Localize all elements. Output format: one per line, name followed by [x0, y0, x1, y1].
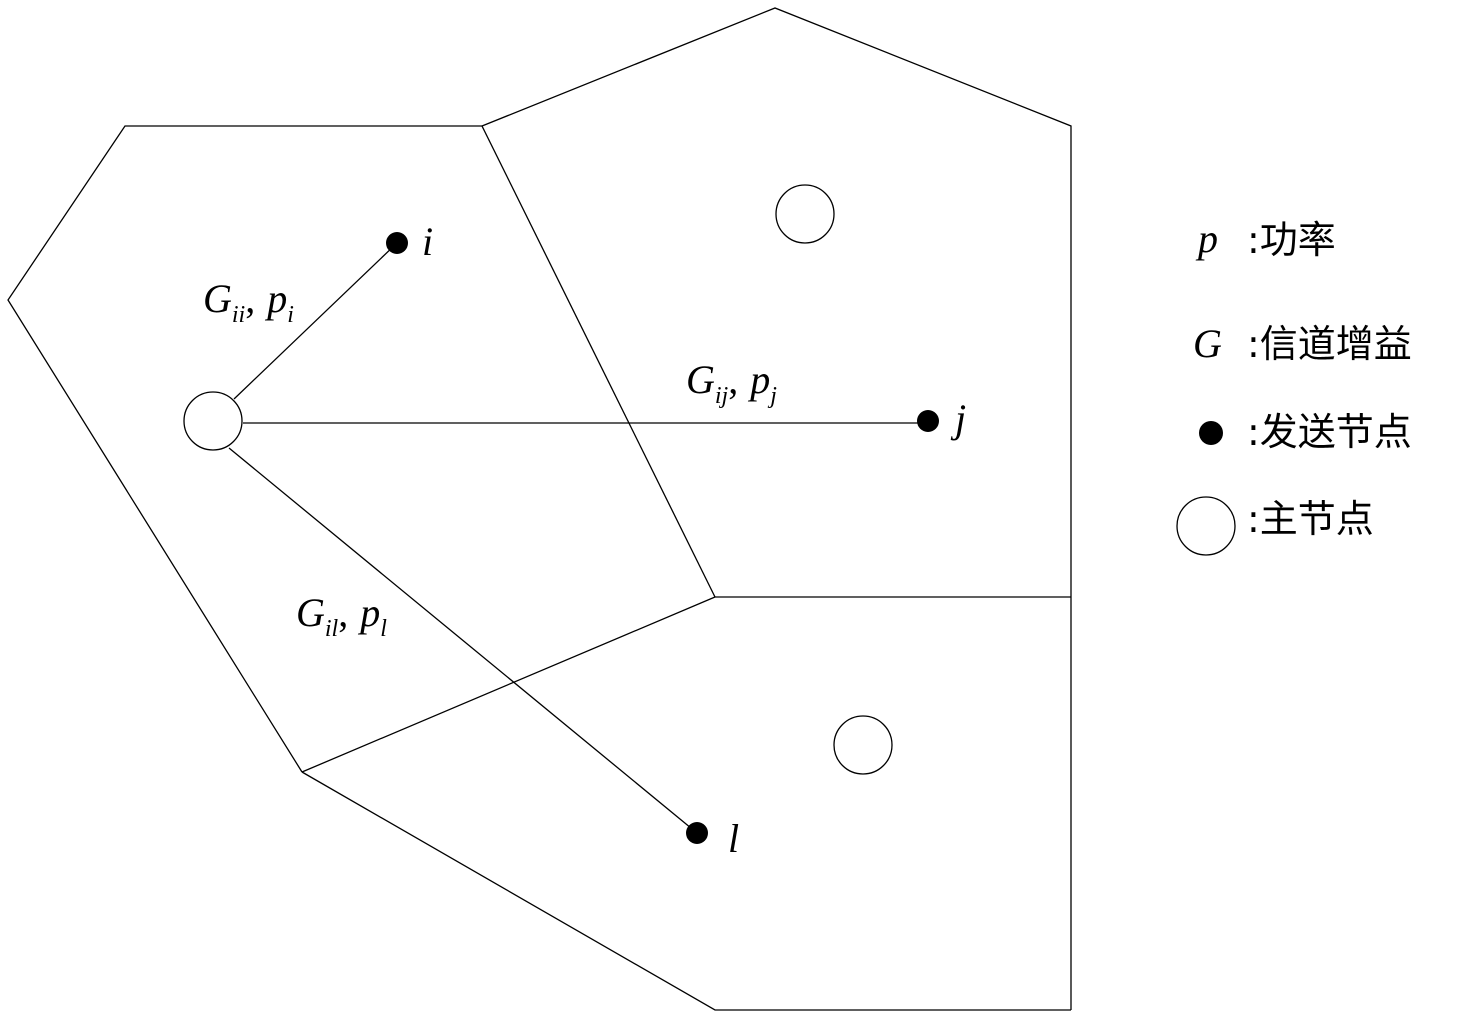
separator: , [245, 276, 255, 321]
node-label-l: l [728, 816, 739, 861]
link-to-i [234, 243, 397, 399]
link-to-l [229, 448, 697, 833]
top-cell-boundary [482, 8, 1071, 1010]
link-label-ii: Gii,pi [203, 276, 294, 328]
legend-gain-label: :信道增益 [1247, 322, 1412, 366]
master-node-bottom [834, 716, 892, 774]
node-label-j: j [950, 396, 966, 441]
legend: p :功率 G :信道增益 :发送节点 :主节点 [1177, 216, 1412, 555]
legend-power-symbol: p [1195, 216, 1218, 261]
gain-subscript: ij [715, 383, 729, 409]
gain-subscript: ii [232, 302, 245, 328]
gain-symbol: G [203, 276, 232, 321]
separator: , [338, 590, 348, 635]
cell-boundaries [8, 8, 1071, 1010]
sender-node-j [917, 410, 939, 432]
link-label-il: Gil,pl [296, 590, 387, 642]
gain-symbol: G [686, 357, 715, 402]
sender-node-l [686, 822, 708, 844]
power-symbol: p [357, 590, 380, 635]
master-node-top [776, 185, 834, 243]
link-label-ij: Gij,pj [686, 357, 777, 409]
master-node-left [184, 392, 242, 450]
separator: , [728, 357, 738, 402]
power-subscript: l [380, 616, 387, 642]
power-symbol: p [747, 357, 770, 402]
bottom-cell-boundary [302, 772, 1071, 1010]
channel-links [229, 243, 928, 833]
sender-node-i [386, 232, 408, 254]
hollow-circle-icon [1177, 497, 1235, 555]
master-nodes [184, 185, 892, 774]
legend-gain-symbol: G [1193, 321, 1222, 366]
legend-power-label: :功率 [1247, 218, 1336, 262]
legend-master-label: :主节点 [1247, 497, 1374, 541]
power-subscript: i [287, 302, 294, 328]
node-label-i: i [422, 219, 433, 264]
legend-sender-label: :发送节点 [1247, 410, 1412, 454]
gain-subscript: il [325, 616, 339, 642]
left-top-divider [482, 126, 715, 597]
power-symbol: p [264, 276, 287, 321]
left-cell-boundary [8, 126, 482, 772]
gain-symbol: G [296, 590, 325, 635]
filled-dot-icon [1199, 421, 1223, 445]
